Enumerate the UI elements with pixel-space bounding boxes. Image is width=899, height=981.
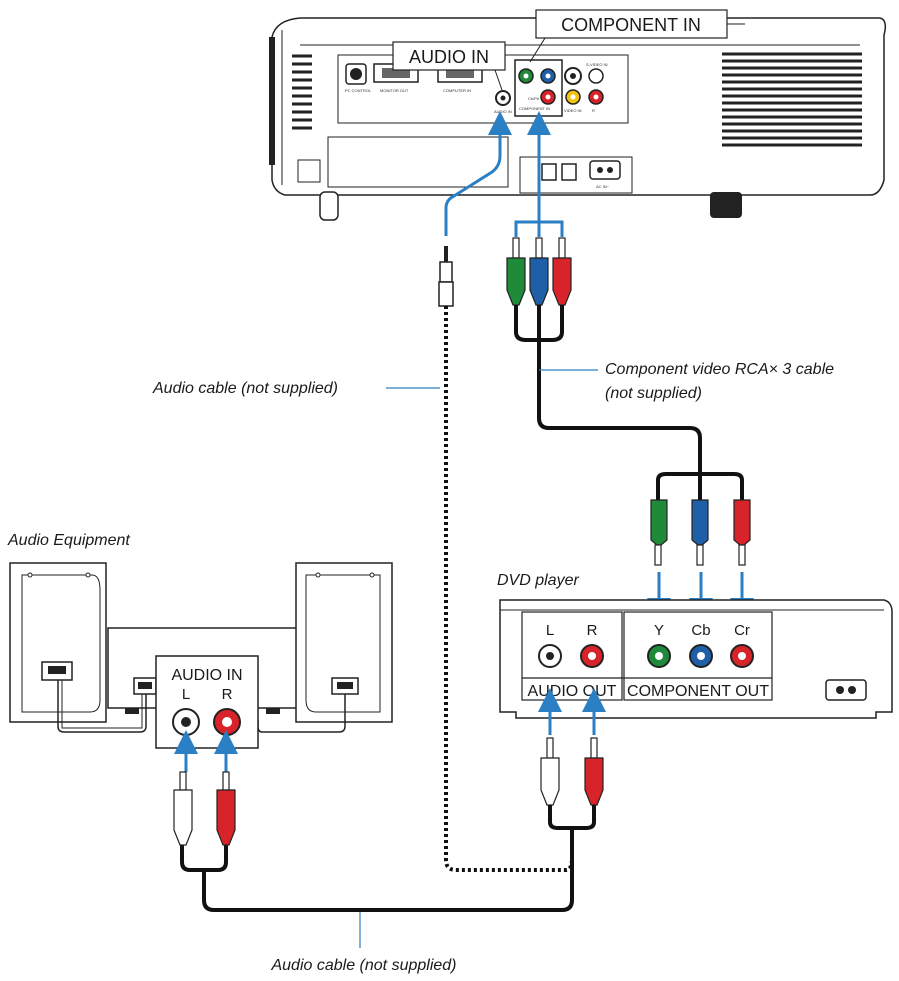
r-small-text: R [592,108,595,113]
component-in-label: COMPONENT IN [561,15,701,35]
ac-in-text: AC IN~ [596,184,610,189]
left-vents [292,54,312,130]
audio-cable-1-callout: Audio cable (not supplied) [152,380,440,397]
component-in-jacks: Cb/Pb COMPONENT IN [518,68,556,111]
component-in-callout: COMPONENT IN [529,9,745,63]
dvd-r-label: R [587,622,598,639]
audio-cable-2-callout: Audio cable (not supplied) [270,912,457,974]
audio-in-callout: AUDIO IN [392,41,506,91]
dvd-y-label: Y [654,622,664,639]
dvd-player-title: DVD player [497,572,579,589]
component-cable-callout: Component video RCA× 3 cable (not suppli… [539,361,834,402]
dvd-player: DVD player L R Y Cb Cr AUDIO OUT COMPONE… [497,572,893,719]
dvd-audio-plugs [540,737,604,806]
s-video-in-text: S-VIDEO IN [586,62,608,67]
dvd-component-out-label: COMPONENT OUT [627,683,769,700]
dvd-cr-label: Cr [734,622,750,639]
audio-equipment-l-label: L [182,686,190,703]
audio-equipment-input-label: AUDIO IN [171,667,242,684]
component-cable-label-line2: (not supplied) [605,385,702,402]
video-in-text: VIDEO IN [564,108,582,113]
audio-equipment-title: Audio Equipment [7,532,130,549]
audio-in-small-text: AUDIO IN [494,109,512,114]
cb-cr-text: Cb/Pb [528,96,540,101]
projector: PC CONTROL MONITOR OUT COMPUTER IN AUDIO… [269,17,887,221]
component-cable-label-line1: Component video RCA× 3 cable [605,361,834,378]
audio-cable-2-label: Audio cable (not supplied) [270,957,456,974]
projector-arrows [444,111,564,237]
audio-cable-1-label: Audio cable (not supplied) [152,380,338,397]
component-cable [514,305,744,500]
audio-equipment-arrows [174,730,238,772]
computer-in-text: COMPUTER IN [443,88,471,93]
component-plugs-top [506,237,572,306]
monitor-out-text: MONITOR OUT [380,88,409,93]
solid-audio-cable [180,805,596,912]
audio-equipment-plugs [173,771,236,846]
mini-plug [438,246,454,307]
audio-equipment-r-label: R [222,686,233,703]
dvd-cb-label: Cb [691,622,710,639]
audio-equipment: Audio Equipment AUDIO IN L R [7,532,393,749]
dvd-audio-out-label: AUDIO OUT [528,683,617,700]
audio-in-label: AUDIO IN [409,47,489,67]
pc-control-text: PC CONTROL [345,88,372,93]
right-vents [722,52,862,147]
dvd-audio-arrows [538,688,606,735]
component-in-small-text: COMPONENT IN [519,106,550,111]
dvd-l-label: L [546,622,554,639]
component-plugs-bottom [650,499,751,566]
